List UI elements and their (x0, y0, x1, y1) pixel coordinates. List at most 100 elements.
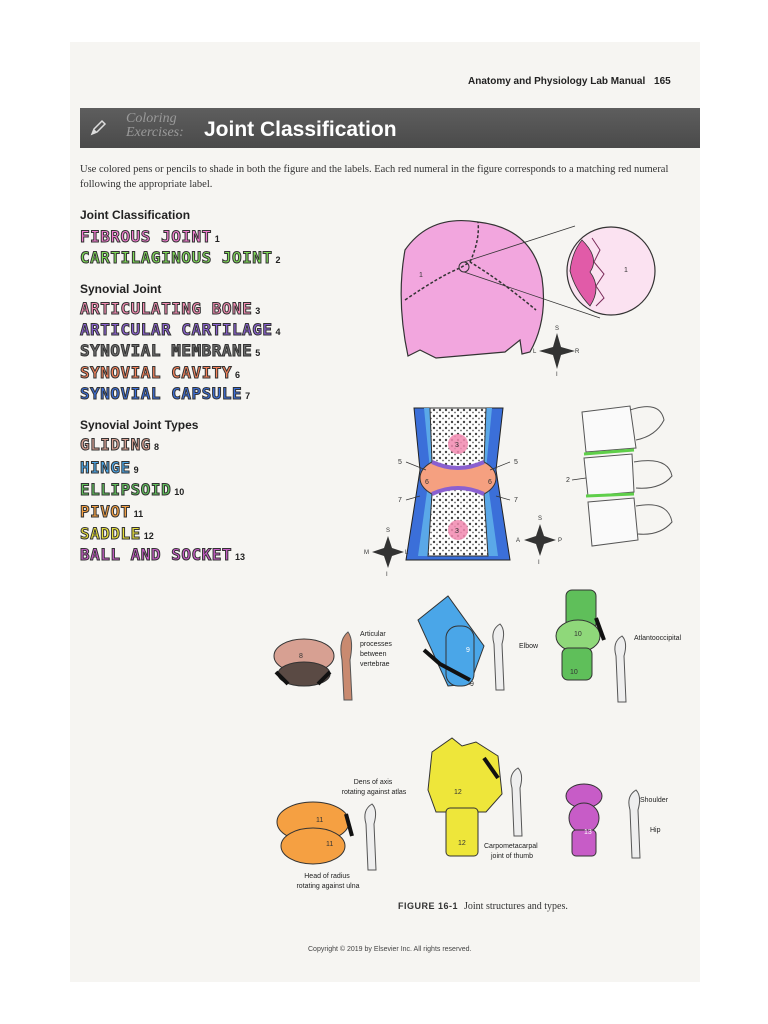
compass-s: S (386, 528, 390, 534)
inset-numeral-1: 1 (624, 267, 628, 274)
numeral-10-bottom: 10 (570, 669, 578, 676)
term-label: GLIDING (80, 435, 151, 455)
svg-text:Dens of axis rotating ag: Dens of axis rotating against atlas (342, 779, 407, 796)
numeral-12-top: 12 (454, 789, 462, 796)
numeral-6-right: 6 (488, 479, 492, 486)
numeral-5-right: 5 (514, 459, 518, 466)
manual-title: Anatomy and Physiology Lab Manual (468, 76, 646, 87)
compass-rose-2: S M L I (364, 528, 409, 578)
term-label: HINGE (80, 458, 131, 478)
term-label: ELLIPSOID (79, 480, 172, 500)
joint-classification-heading: Joint Classification (80, 208, 191, 222)
term-label: CARTILAGINOUS JOINT (80, 248, 273, 268)
term-number: 2 (275, 255, 281, 265)
ball-and-socket-illustration: 13 Shoulder Hip (565, 783, 669, 859)
synovial-joint-types-heading: Synovial Joint Types (80, 418, 199, 432)
term-label: SYNOVIAL CAVITY (80, 363, 233, 383)
term-number: 7 (245, 391, 251, 401)
term-number: 9 (133, 465, 139, 475)
gliding-joint-illustration: 8 Articular processes between vertebrae (273, 631, 392, 701)
numeral-12-bottom: 12 (458, 840, 466, 847)
label-elbow: Elbow (519, 643, 539, 650)
term-number: 10 (174, 487, 185, 497)
instructions-text: Use colored pens or pencils to shade in … (80, 164, 669, 190)
numeral-5-left: 5 (398, 459, 402, 466)
coloring-exercises-label: Coloring Exercises: (126, 111, 184, 140)
numeral-3-top: 3 (455, 442, 459, 449)
label-carpometacarpal-line1: Carpometacarpal (484, 843, 538, 850)
numeral-3-bottom: 3 (455, 528, 459, 535)
vertebral-column-illustration: 2 (566, 405, 673, 547)
compass-s: S (538, 516, 542, 522)
compass-i: I (538, 560, 540, 566)
svg-text:Head of radius rotating: Head of radius rotating against ulna (296, 873, 359, 890)
figure-caption-text: Joint structures and types. (464, 901, 568, 912)
compass-l: L (533, 349, 537, 355)
term-number: 13 (235, 552, 246, 562)
label-articular-line4: vertebrae (360, 661, 390, 668)
compass-p: P (558, 538, 562, 544)
label-dens-line2: rotating against atlas (342, 789, 407, 796)
term-label: FIBROUS JOINT (80, 227, 212, 247)
label-articular-line3: between (360, 651, 387, 658)
term-label: ARTICULATING BONE (79, 299, 253, 319)
ellipsoid-joint-illustration: 10 10 Atlantooccipital (555, 589, 682, 703)
label-atlantooccipital: Atlantooccipital (634, 635, 682, 642)
compass-l: L (405, 550, 409, 556)
term-number: 1 (214, 234, 220, 244)
compass-r: R (575, 349, 580, 355)
term-number: 11 (133, 509, 144, 519)
compass-a: A (516, 538, 520, 544)
numeral-8: 8 (299, 653, 303, 660)
label-radius-line2: rotating against ulna (296, 883, 359, 890)
label-carpometacarpal-line2: joint of thumb (490, 853, 533, 860)
running-header: Anatomy and Physiology Lab Manual 165 (468, 76, 671, 87)
label-articular-line1: Articular (360, 631, 386, 638)
numeral-7-right: 7 (514, 497, 518, 504)
numeral-9-bottom: 9 (470, 681, 474, 688)
label-articular-line2: processes (360, 641, 392, 648)
skull-illustration: 1 (400, 219, 601, 359)
numeral-2: 2 (566, 477, 570, 484)
term-number: 3 (255, 306, 261, 316)
saddle-joint-illustration: 12 12 Carpometacarpal joint of thumb (427, 737, 540, 860)
compass-i: I (386, 572, 388, 578)
compass-s: S (555, 326, 559, 332)
numeral-11-bottom: 11 (326, 841, 333, 848)
pencil-icon (90, 119, 107, 136)
hinge-joint-illustration: 9 9 Elbow (417, 595, 539, 691)
compass-rose-1: S L R I (533, 326, 580, 378)
numeral-10-top: 10 (574, 631, 582, 638)
pivot-joint-illustration: 11 11 Dens of axis rotating against atla… (276, 779, 407, 890)
term-label: BALL AND SOCKET (80, 545, 233, 565)
label-hip: Hip (650, 827, 661, 834)
term-label: SADDLE (80, 524, 141, 544)
term-label: ARTICULAR CARTILAGE (80, 320, 273, 340)
svg-text:Carpometacarpal joint of: Carpometacarpal joint of thumb (484, 843, 540, 860)
term-label: SYNOVIAL CAPSULE (79, 384, 243, 404)
compass-m: M (364, 550, 369, 556)
numeral-7-left: 7 (398, 497, 402, 504)
synovial-joint-heading: Synovial Joint (80, 282, 162, 296)
term-label: PIVOT (80, 502, 131, 522)
label-radius-line1: Head of radius (304, 873, 350, 880)
label-shoulder: Shoulder (640, 797, 669, 804)
fibrous-joint-inset: 1 (566, 226, 656, 316)
banner-title: Joint Classification (204, 118, 397, 141)
term-label: SYNOVIAL MEMBRANE (79, 341, 253, 361)
section-banner: Coloring Exercises: Joint Classification (80, 108, 700, 148)
